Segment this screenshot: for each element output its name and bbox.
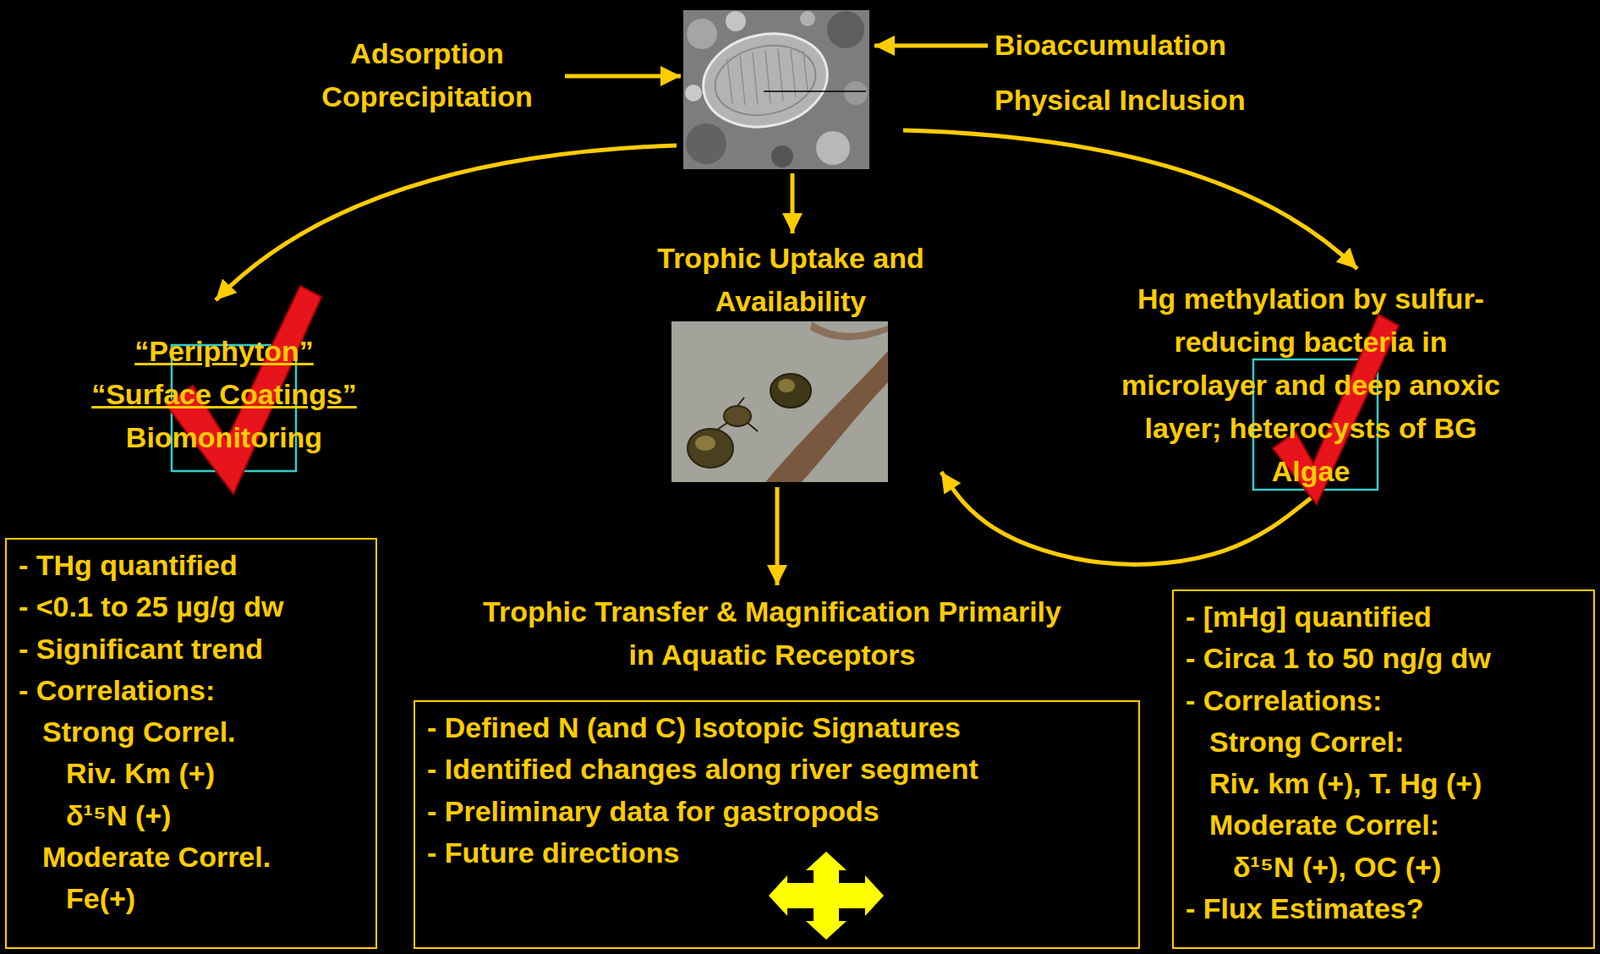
- bullet-line: - Identified changes along river segment: [427, 748, 1127, 790]
- arrow-curve: [215, 145, 677, 301]
- label-text: Physical Inclusion: [994, 78, 1246, 122]
- snail-shell: [687, 428, 734, 468]
- methylation-label: Hg methylation by sulfur-reducing bacter…: [1112, 277, 1510, 494]
- micrograph-ground: [683, 10, 870, 170]
- snail-shell: [770, 373, 811, 408]
- bullet-line: - THg quantified: [18, 544, 364, 587]
- diatom-striae: [727, 49, 808, 105]
- process-label: BioaccumulationPhysical Inclusion: [994, 23, 1246, 122]
- diatom-stria: [765, 50, 771, 104]
- findings-box: - THg quantified- <0.1 to 25 µg/g dw- Si…: [5, 537, 378, 949]
- scale-line: [763, 90, 866, 93]
- snail-leg: [717, 422, 728, 430]
- label-text: Bioaccumulation: [994, 23, 1246, 67]
- snail-leg: [737, 397, 745, 406]
- label-text: Hg methylation by sulfur-reducing bacter…: [1112, 277, 1510, 494]
- shell-highlight: [778, 378, 795, 393]
- micrograph-particle: [800, 10, 816, 27]
- label-text: Trophic Uptake and Availability: [646, 236, 935, 324]
- flow-arrow: [941, 471, 1311, 565]
- shell-highlight: [695, 435, 716, 451]
- bullet-line: - Flux Estimates?: [1185, 887, 1582, 930]
- label-text: “Periphyton”: [91, 329, 357, 373]
- diatom-stria: [752, 53, 758, 105]
- diatom-stria: [778, 49, 784, 101]
- bullet-line: Strong Correl.: [18, 711, 364, 753]
- diatom-rim: [708, 36, 822, 124]
- bullet-line: Moderate Correl:: [1185, 804, 1582, 846]
- diatom-stria: [803, 50, 808, 92]
- micrograph-particle: [843, 81, 868, 105]
- snail-legs: [717, 397, 758, 432]
- bullet-line: Strong Correl:: [1185, 721, 1582, 763]
- bullet-line: δ¹⁵N (+): [18, 794, 364, 837]
- micrograph-particle: [725, 10, 746, 32]
- bullet-line: - <0.1 to 25 µg/g dw: [18, 586, 364, 628]
- bullet-line: Riv. km (+), T. Hg (+): [1185, 762, 1582, 805]
- gastropod-photo: [671, 321, 888, 483]
- arrow-line: [874, 43, 988, 49]
- bullet-line: - Circa 1 to 50 ng/g dw: [1185, 637, 1582, 680]
- snail-shell: [723, 405, 751, 427]
- bullet-line: - [mHg] quantified: [1185, 596, 1582, 638]
- process-label: AdsorptionCoprecipitation: [321, 32, 532, 119]
- snail-leg: [747, 422, 758, 432]
- bullet-line: - Significant trend: [18, 628, 364, 670]
- diatom-stria: [790, 49, 796, 98]
- label-text: Trophic Transfer & Magnification Primari…: [467, 590, 1077, 677]
- micrograph-particle: [685, 123, 727, 165]
- micrograph-particle: [827, 10, 865, 49]
- bullet-line: - Correlations:: [18, 669, 364, 712]
- findings-box: - [mHg] quantified- Circa 1 to 50 ng/g d…: [1172, 589, 1595, 949]
- diatom-frustule: [694, 22, 836, 138]
- bullet-line: - Preliminary data for gastropods: [427, 790, 1127, 833]
- arrow-line: [564, 74, 681, 79]
- bullet-line: - Defined N (and C) Isotopic Signatures: [427, 706, 1127, 749]
- bullet-line: δ¹⁵N (+), OC (+): [1185, 846, 1582, 888]
- use-label: “Periphyton”“Surface Coatings”Biomonitor…: [91, 329, 357, 460]
- micrograph-particle: [686, 18, 718, 50]
- photo-ground: [671, 321, 888, 483]
- label-text: Adsorption: [321, 32, 532, 76]
- diatom-stria: [739, 55, 746, 105]
- photo-streak: [765, 350, 888, 483]
- photo-streak: [810, 321, 888, 340]
- flow-arrow: [775, 487, 780, 586]
- bullet-line: Riv. Km (+): [18, 752, 364, 795]
- sem-micrograph: [683, 10, 870, 170]
- bullet-line: Fe(+): [18, 877, 364, 920]
- direction-cross: [768, 851, 884, 940]
- diatom-stria: [727, 59, 733, 104]
- label-text: Coprecipitation: [321, 75, 532, 119]
- label-text: Biomonitoring: [91, 416, 357, 460]
- micrograph-particle: [684, 84, 702, 102]
- micrograph-particle: [816, 131, 850, 165]
- findings-box: - Defined N (and C) Isotopic Signatures-…: [413, 700, 1140, 949]
- micrograph-particle: [771, 145, 794, 168]
- bullet-line: Moderate Correl.: [18, 836, 364, 878]
- bullet-line: - Correlations:: [1185, 679, 1582, 722]
- arrow-curve: [903, 130, 1358, 269]
- bullet-line: - Future directions: [427, 832, 1127, 874]
- label-text: “Surface Coatings”: [91, 372, 357, 417]
- arrow-line: [790, 173, 795, 234]
- transfer-label: Trophic Transfer & Magnification Primari…: [467, 590, 1077, 677]
- trophic-node: Trophic Uptake and Availability: [646, 236, 935, 484]
